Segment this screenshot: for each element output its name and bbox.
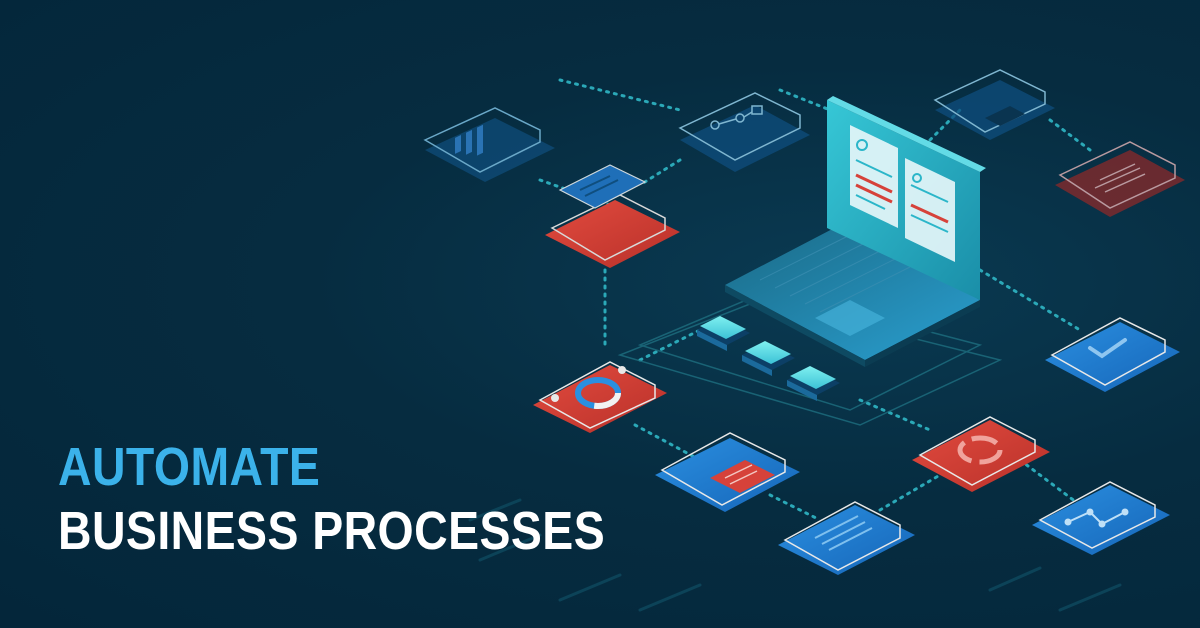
headline-business-processes: BUSINESS PROCESSES — [58, 501, 606, 561]
flowchart-document-icon — [678, 92, 810, 172]
background-dashes — [468, 498, 1122, 612]
network-graph-document-icon — [1032, 481, 1170, 555]
headline: AUTOMATE BUSINESS PROCESSES — [58, 438, 605, 560]
text-lines-document-icon — [778, 501, 915, 575]
bar-chart-document-icon — [423, 107, 555, 182]
checkmark-document-icon — [1045, 317, 1180, 392]
connector-lines — [538, 78, 1092, 522]
donut-chart-document-icon — [533, 361, 667, 433]
refresh-document-icon — [912, 416, 1050, 492]
folder-document-icon — [933, 69, 1055, 140]
processor-chip-icon — [697, 316, 840, 401]
stacked-documents-icon — [545, 164, 680, 268]
mail-document-icon — [655, 432, 800, 512]
text-document-icon — [1055, 141, 1185, 217]
headline-automate: AUTOMATE — [58, 437, 321, 497]
laptop-icon — [725, 96, 986, 367]
platform-outline — [617, 289, 1003, 426]
